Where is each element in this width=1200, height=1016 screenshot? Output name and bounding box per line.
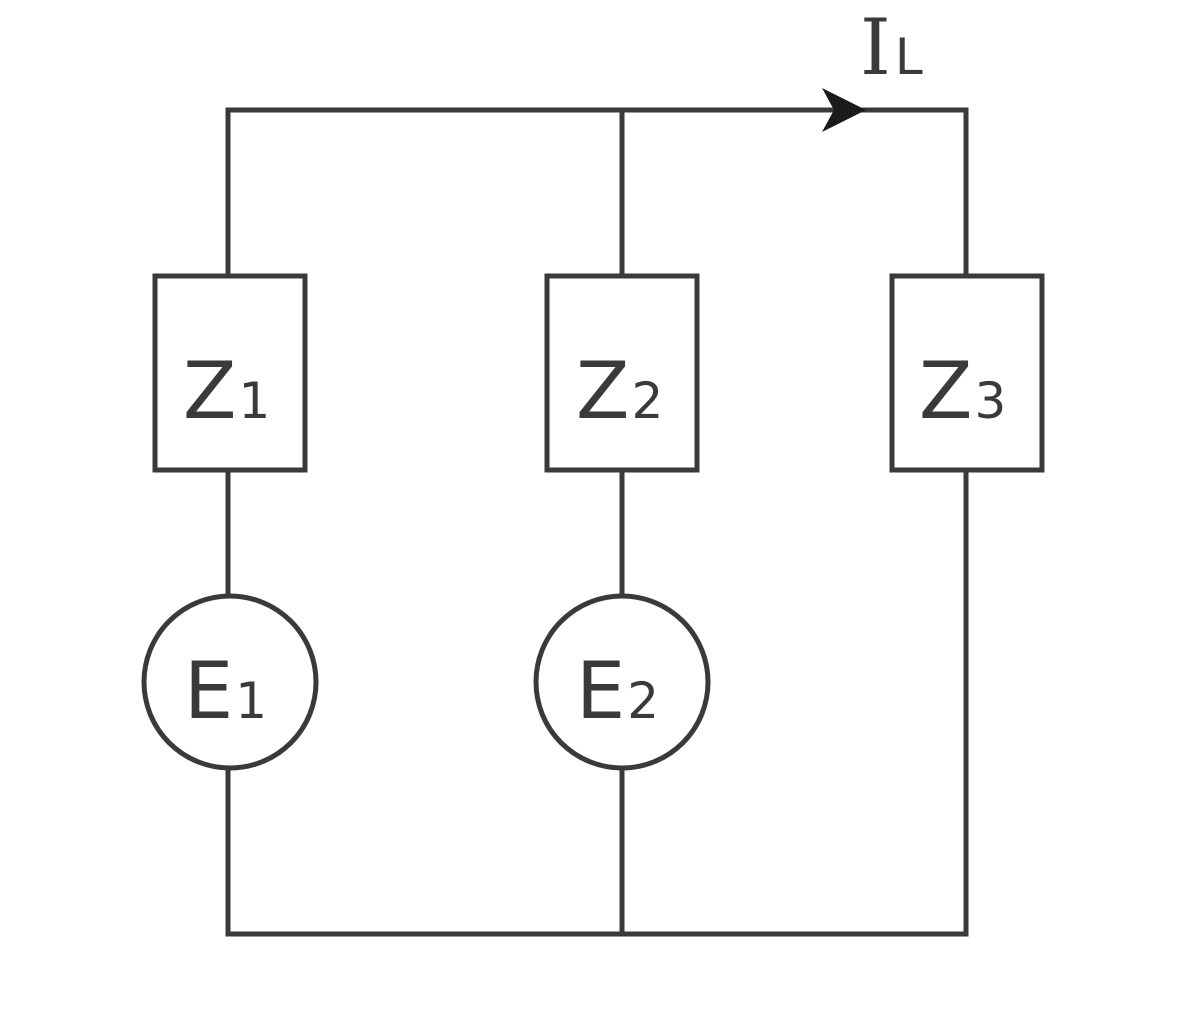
current-label: IL <box>860 3 923 93</box>
impedance-z2: Z2 <box>544 273 700 473</box>
impedance-z1-label: Z1 <box>183 347 270 437</box>
source-e2-label: E2 <box>576 647 659 737</box>
impedance-z2-label: Z2 <box>576 347 663 437</box>
current-arrow-icon <box>822 88 866 132</box>
source-e1: E1 <box>141 593 319 771</box>
source-e2: E2 <box>533 593 711 771</box>
impedance-z1: Z1 <box>152 273 308 473</box>
source-e1-label: E1 <box>184 647 267 737</box>
impedance-z3-label: Z3 <box>919 347 1006 437</box>
impedance-z3: Z3 <box>889 273 1045 473</box>
